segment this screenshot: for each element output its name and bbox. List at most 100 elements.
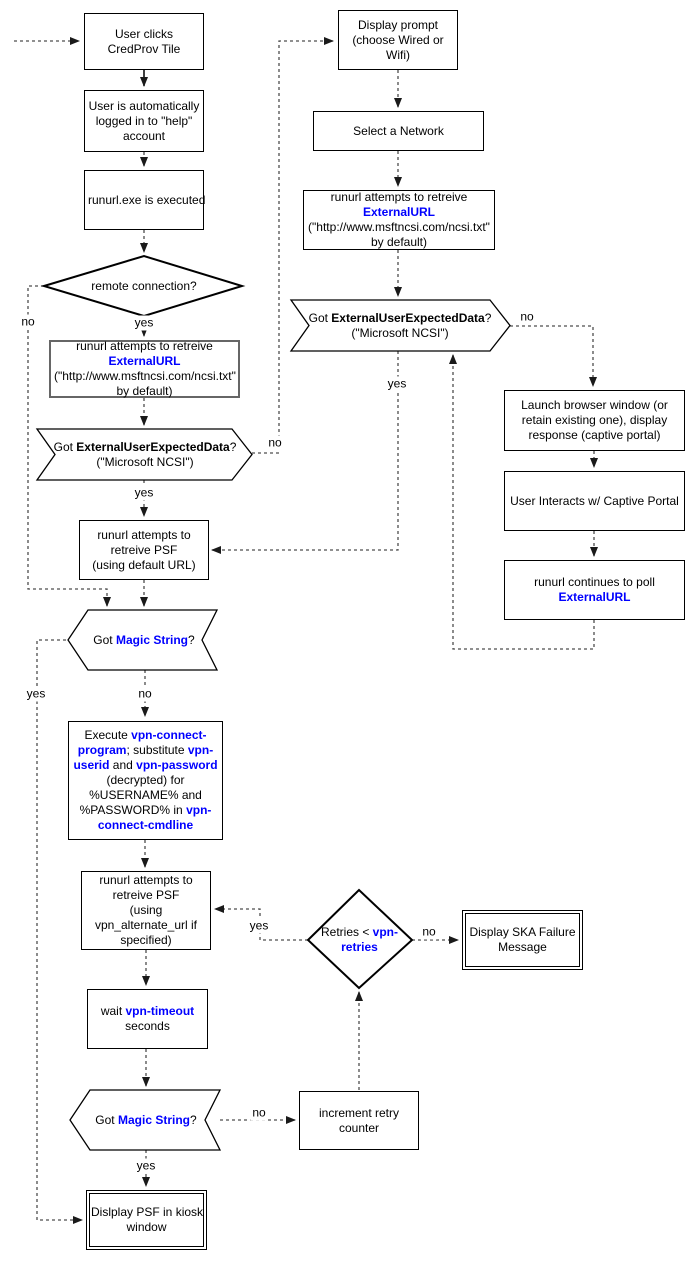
magic1-pre: Got [93, 632, 116, 647]
eued-left-line2: ("Microsoft NCSI") [96, 454, 194, 469]
retries-pre: Retries < [320, 925, 373, 939]
node-select-network: Select a Network [313, 111, 484, 151]
wait-seconds-text: seconds [125, 1019, 170, 1033]
retries-check-label: Retries < vpn-retries [311, 908, 408, 972]
execute-vpn-connect-program: vpn-connect-program [77, 728, 207, 757]
node-display-ska-failure: Display SKA Failure Message [462, 910, 583, 970]
got-eued-left-label: Got ExternalUserExpectedData? ("Microsof… [45, 431, 245, 478]
execute-seg3: ; substitute [126, 743, 188, 757]
poll-line1: runurl continues to poll [534, 575, 655, 589]
retrieve-exturl-line3: ("http://www.msftncsi.com/ncsi.txt" [54, 369, 236, 383]
label-magic1-yes: yes [24, 686, 48, 702]
edge-magic1-yes [36, 639, 83, 1224]
psf-alt-line1: runurl attempts to [99, 873, 193, 887]
increment-retry-text: increment retry counter [318, 1105, 400, 1135]
retrieve-exturl-line4: by default) [116, 384, 173, 398]
label-eued-left-yes: yes [132, 485, 156, 501]
execute-seg1: Execute [84, 728, 132, 742]
node-runurl-executed: runurl.exe is executed [84, 170, 206, 230]
label-magic1-no: no [136, 686, 154, 702]
magic2-post: ? [190, 1112, 197, 1127]
remote-connection-text: remote connection? [91, 278, 197, 293]
psf-default-line2: retreive PSF [110, 542, 178, 557]
label-eued-left-no: no [266, 435, 284, 451]
step-got-eued-right [289, 299, 511, 352]
label-eued-right-yes: yes [385, 376, 409, 392]
node-retrieve-externalurl-left: runurl attempts to retreive ExternalURL … [49, 339, 240, 398]
step-got-magic-2 [69, 1089, 222, 1151]
node-launch-browser: Launch browser window (or retain existin… [504, 390, 685, 451]
wait-text: wait [100, 1004, 126, 1018]
node-retrieve-psf-alternate: runurl attempts to retreive PSF (using v… [81, 871, 211, 950]
label-retries-no: no [420, 924, 438, 940]
node-user-clicks-credprov: User clicks CredProv Tile [84, 13, 204, 70]
node-retrieve-externalurl-right: runurl attempts to retreive ExternalURL … [303, 190, 495, 250]
magic2-token: Magic String [117, 1112, 190, 1127]
label-retries-yes: yes [247, 918, 271, 934]
poll-externalurl-link: ExternalURL [558, 590, 631, 604]
psf-alt-line3: (using [129, 903, 163, 917]
label-magic2-yes: yes [134, 1158, 158, 1174]
display-prompt-text: Display prompt (choose Wired or Wifi) [352, 17, 444, 62]
node-user-interacts-portal: User Interacts w/ Captive Portal [504, 471, 685, 531]
eued-right-bold: ExternalUserExpectedData [331, 310, 485, 325]
magic2-pre: Got [95, 1112, 118, 1127]
psf-default-line3: (using default URL) [92, 557, 196, 572]
execute-vpn-userid: vpn-userid [73, 743, 214, 772]
node-auto-login: User is automatically logged in to "help… [84, 90, 204, 152]
eued-right-line2: ("Microsoft NCSI") [351, 325, 449, 340]
eued-left-post: ? [229, 439, 237, 454]
diamond-retries-check [306, 888, 414, 990]
execute-seg5: and [109, 758, 137, 772]
got-eued-right-label: Got ExternalUserExpectedData? ("Microsof… [300, 302, 500, 349]
psf-alt-line2: retreive PSF [112, 888, 180, 902]
execute-seg7: (decrypted) for %USERNAME% and %PASSWORD… [79, 773, 202, 817]
magic1-post: ? [188, 632, 195, 647]
node-execute-vpn-connect: Execute vpn-connect-program; substitute … [68, 721, 223, 840]
edge-remote-no [27, 285, 111, 607]
auto-login-line2: logged in to "help" [95, 113, 193, 128]
auto-login-line3: account [122, 128, 166, 143]
eued-right-post: ? [484, 310, 492, 325]
node-increment-retry-counter: increment retry counter [299, 1091, 419, 1150]
select-network-text: Select a Network [353, 123, 444, 138]
retrieve-exturl-line1: runurl attempts to retreive [76, 339, 213, 353]
edge-eued-right-yes [211, 351, 399, 554]
edge-poll-loopback [449, 354, 595, 650]
display-psf-line1: Dislplay PSF in kiosk [91, 1205, 204, 1219]
diamond-remote-connection [40, 254, 246, 318]
edge-retries-yes [214, 905, 308, 941]
retrieve-exturl-r-line1: runurl attempts to retreive [330, 190, 468, 204]
eued-left-pre: Got [53, 439, 77, 454]
magic1-token: Magic String [115, 632, 188, 647]
retrieve-exturl-r-link: ExternalURL [362, 205, 436, 219]
eued-right-pre: Got [308, 310, 332, 325]
node-poll-externalurl: runurl continues to poll ExternalURL [504, 560, 685, 620]
label-remote-yes: yes [132, 315, 156, 331]
runurl-executed-text: runurl.exe is executed [88, 192, 206, 207]
execute-vpn-connect-cmdline: vpn-connect-cmdline [97, 803, 212, 832]
label-eued-right-no: no [518, 309, 536, 325]
edge-eued-right-no [510, 325, 597, 387]
retrieve-exturl-link: ExternalURL [108, 354, 181, 368]
node-display-prompt: Display prompt (choose Wired or Wifi) [338, 10, 458, 70]
node-user-clicks-text: User clicks CredProv Tile [107, 26, 181, 56]
retrieve-exturl-r-line3: ("http://www.msftncsi.com/ncsi.txt" [308, 220, 490, 234]
step-got-magic-1 [67, 609, 219, 671]
remote-connection-label: remote connection? [54, 271, 234, 301]
label-magic2-no: no [250, 1105, 268, 1121]
psf-alt-line5: specified) [120, 933, 172, 947]
wait-vpn-timeout-token: vpn-timeout [125, 1004, 195, 1018]
edge-eued-left-no [252, 37, 334, 454]
step-got-eued-left [35, 428, 253, 481]
psf-alt-line4: vpn_alternate_url if [94, 918, 198, 932]
got-magic-2-label: Got Magic String? [80, 1092, 212, 1148]
eued-left-bold: ExternalUserExpectedData [76, 439, 230, 454]
node-display-psf-kiosk: Dislplay PSF in kiosk window [86, 1190, 207, 1250]
user-interacts-text: User Interacts w/ Captive Portal [510, 493, 679, 508]
got-magic-1-label: Got Magic String? [78, 612, 210, 668]
display-psf-line2: window [126, 1220, 167, 1234]
psf-default-line1: runurl attempts to [97, 527, 191, 542]
auto-login-line1: User is automatically [88, 98, 200, 113]
